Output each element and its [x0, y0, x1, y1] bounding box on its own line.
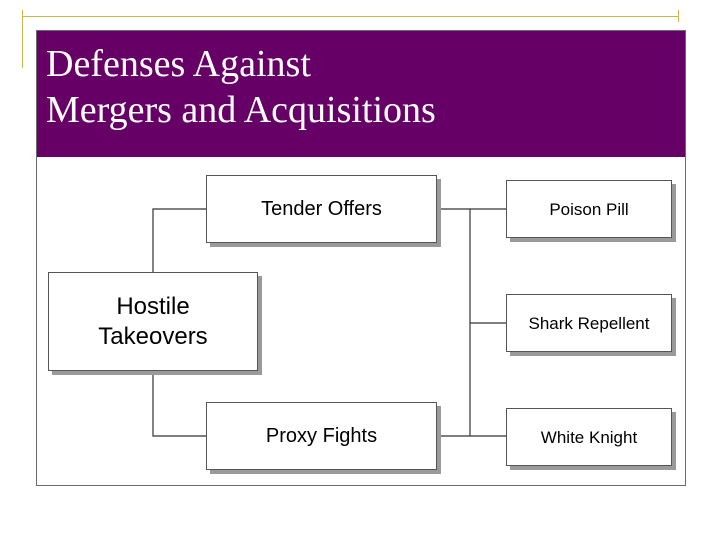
hostile-takeovers-box: Hostile Takeovers — [48, 272, 258, 371]
decorative-right-line — [678, 10, 679, 22]
shark-repellent-box: Shark Repellent — [506, 294, 672, 352]
tender-offers-box: Tender Offers — [206, 175, 437, 243]
title-line-1: Defenses Against — [46, 43, 311, 85]
white-knight-label: White Knight — [540, 427, 638, 447]
title-line-2: Mergers and Acquisitions — [46, 89, 436, 131]
slide-frame: Defenses Against Mergers and Acquisition… — [36, 30, 686, 486]
hostile-takeovers-label-line-1: Hostile — [116, 292, 190, 320]
shark-repellent-label: Shark Repellent — [528, 313, 650, 333]
decorative-top-line — [22, 16, 679, 17]
title-bar: Defenses Against Mergers and Acquisition… — [37, 31, 685, 157]
connector-root-to-tender — [152, 208, 206, 272]
hostile-takeovers-label: Hostile Takeovers — [98, 292, 207, 352]
decorative-left-line — [22, 10, 23, 68]
tender-offers-label: Tender Offers — [261, 198, 382, 220]
connector-root-to-proxy — [152, 371, 206, 437]
poison-pill-box: Poison Pill — [506, 180, 672, 238]
poison-pill-label: Poison Pill — [549, 199, 629, 219]
white-knight-box: White Knight — [506, 408, 672, 466]
hostile-takeovers-label-line-2: Takeovers — [98, 322, 208, 350]
connector-methods-spine — [437, 208, 471, 437]
proxy-fights-label: Proxy Fights — [265, 425, 378, 447]
proxy-fights-box: Proxy Fights — [206, 402, 437, 470]
